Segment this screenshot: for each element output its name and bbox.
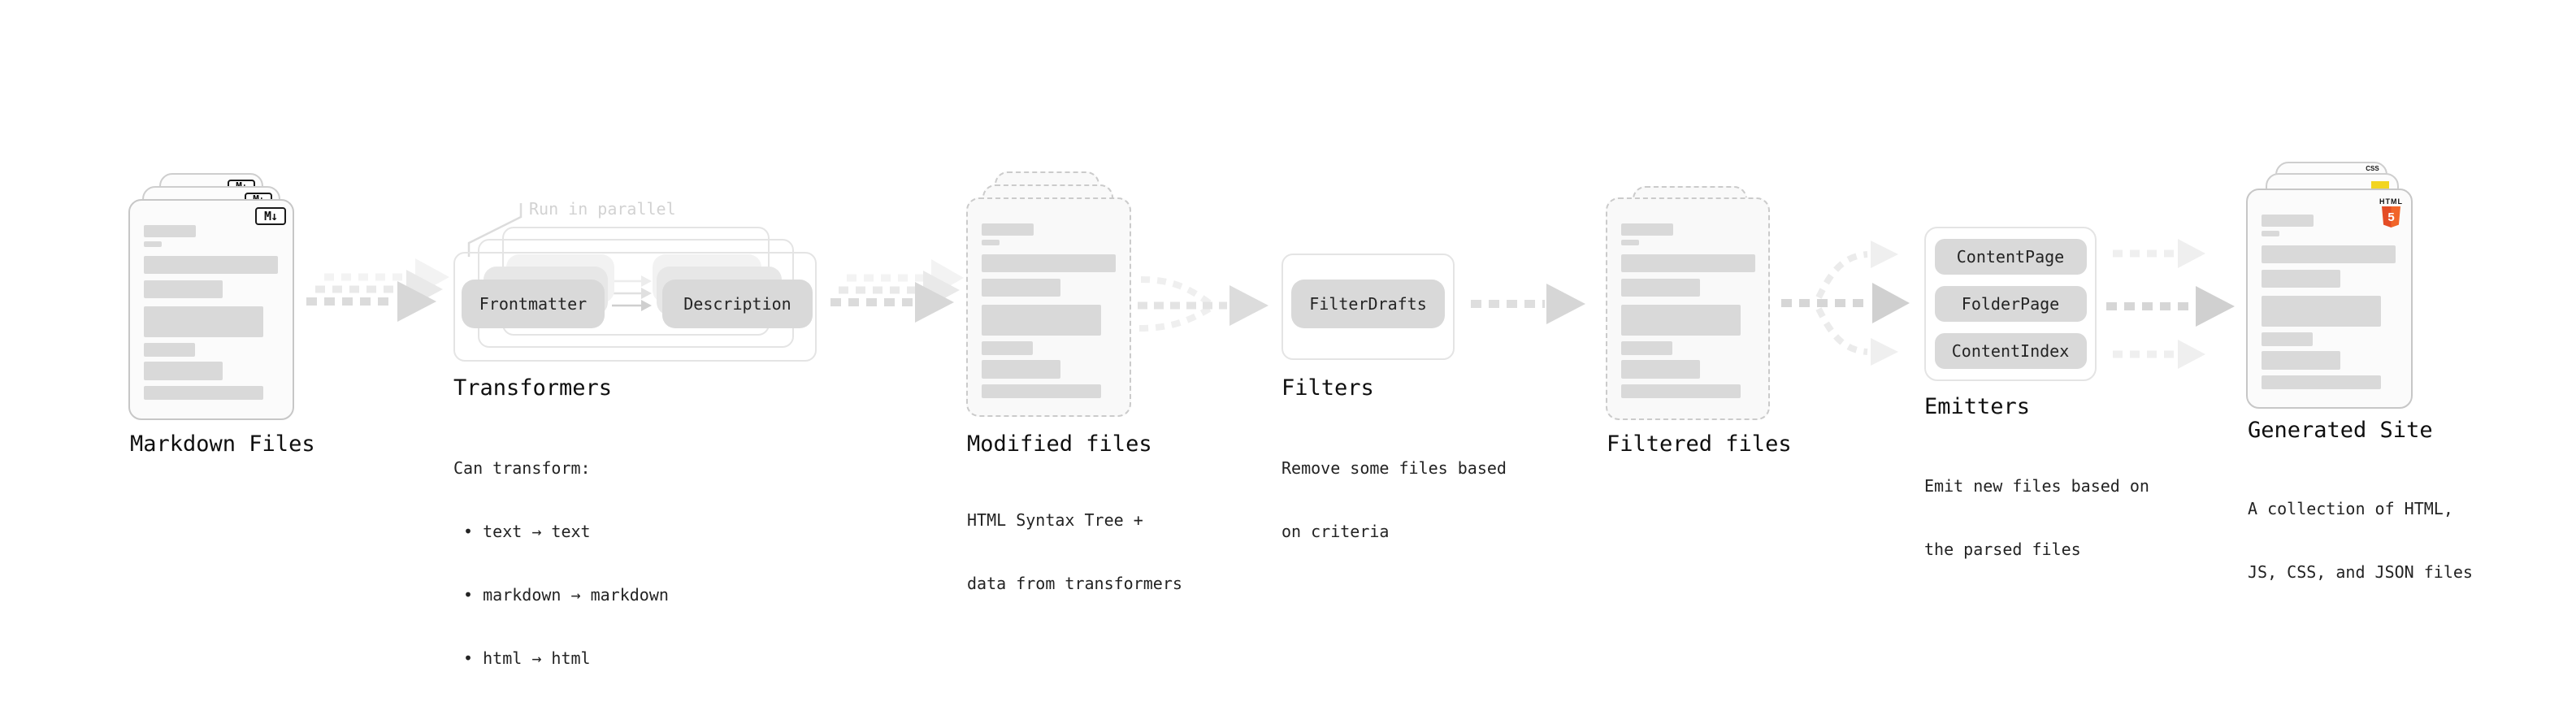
contentindex-pill: ContentIndex (1934, 333, 2087, 369)
desc-line: Remove some files based (1281, 458, 1507, 478)
doc-content-placeholder (982, 223, 1116, 398)
javascript-icon (2371, 181, 2389, 189)
arrow-transformers-to-modified (830, 259, 964, 323)
contentpage-pill: ContentPage (1934, 239, 2087, 275)
desc-line: Emit new files based on (1924, 476, 2149, 496)
desc-line: data from transformers (967, 574, 1182, 593)
arrow-emitters-to-site (2106, 239, 2235, 369)
doc-content-placeholder (2262, 215, 2396, 389)
folderpage-pill: FolderPage (1934, 286, 2087, 322)
filters-label: Filters (1281, 375, 1374, 401)
desc-line: • html → html (453, 648, 591, 668)
description-pill: Description (662, 280, 813, 328)
emitters-box: ContentPage FolderPage ContentIndex (1924, 227, 2097, 381)
emitters-description: Emit new files based on the parsed files (1924, 433, 2149, 602)
html5-badge-text: HTML (2379, 197, 2403, 206)
arrow-modified-to-filters-converge (1138, 276, 1268, 332)
transformers-label: Transformers (453, 375, 613, 401)
transformers-description: Can transform: • text → text • markdown … (453, 415, 669, 711)
desc-line: • markdown → markdown (453, 585, 669, 605)
doc-content-placeholder (1621, 223, 1755, 398)
filters-description: Remove some files based on criteria (1281, 415, 1507, 584)
filterdrafts-pill: FilterDrafts (1291, 280, 1445, 328)
modified-doc-front (966, 197, 1131, 417)
run-in-parallel-note: Run in parallel (529, 199, 676, 219)
markdown-icon: M↓ (255, 207, 286, 225)
markdown-doc-front: M↓ (128, 199, 294, 420)
desc-line: A collection of HTML, (2248, 499, 2453, 518)
arrow-filters-to-filtered (1471, 284, 1585, 324)
desc-line: Can transform: (453, 458, 591, 478)
doc-content-placeholder (144, 225, 278, 400)
arrow-filtered-to-emitters-diverge (1781, 241, 1910, 366)
html5-icon: HTML 5 (2379, 198, 2403, 228)
emitters-label: Emitters (1924, 394, 2031, 419)
modified-files-label: Modified files (967, 431, 1152, 457)
frontmatter-pill: Frontmatter (462, 280, 605, 328)
filtered-files-label: Filtered files (1607, 431, 1792, 457)
modified-files-description: HTML Syntax Tree + data from transformer… (967, 467, 1182, 636)
markdown-files-label: Markdown Files (130, 431, 315, 457)
desc-line: the parsed files (1924, 540, 2081, 559)
generated-site-label: Generated Site (2248, 418, 2433, 443)
desc-line: HTML Syntax Tree + (967, 510, 1143, 530)
pipeline-diagram-canvas: { "colors": { "bar_gray": "#d9d9d9", "pi… (128, 162, 2473, 668)
arrow-markdown-to-transformers (306, 258, 449, 322)
filtered-doc-front (1606, 197, 1770, 420)
desc-line: • text → text (453, 522, 591, 541)
css-badge-text: CSS (2366, 165, 2379, 172)
desc-line: on criteria (1281, 522, 1390, 541)
generated-site-description: A collection of HTML, JS, CSS, and JSON … (2248, 456, 2473, 625)
site-doc-html: HTML 5 (2246, 189, 2413, 409)
transformer-box-front (453, 252, 817, 362)
html5-shield: 5 (2382, 206, 2400, 228)
desc-line: JS, CSS, and JSON files (2248, 562, 2473, 582)
